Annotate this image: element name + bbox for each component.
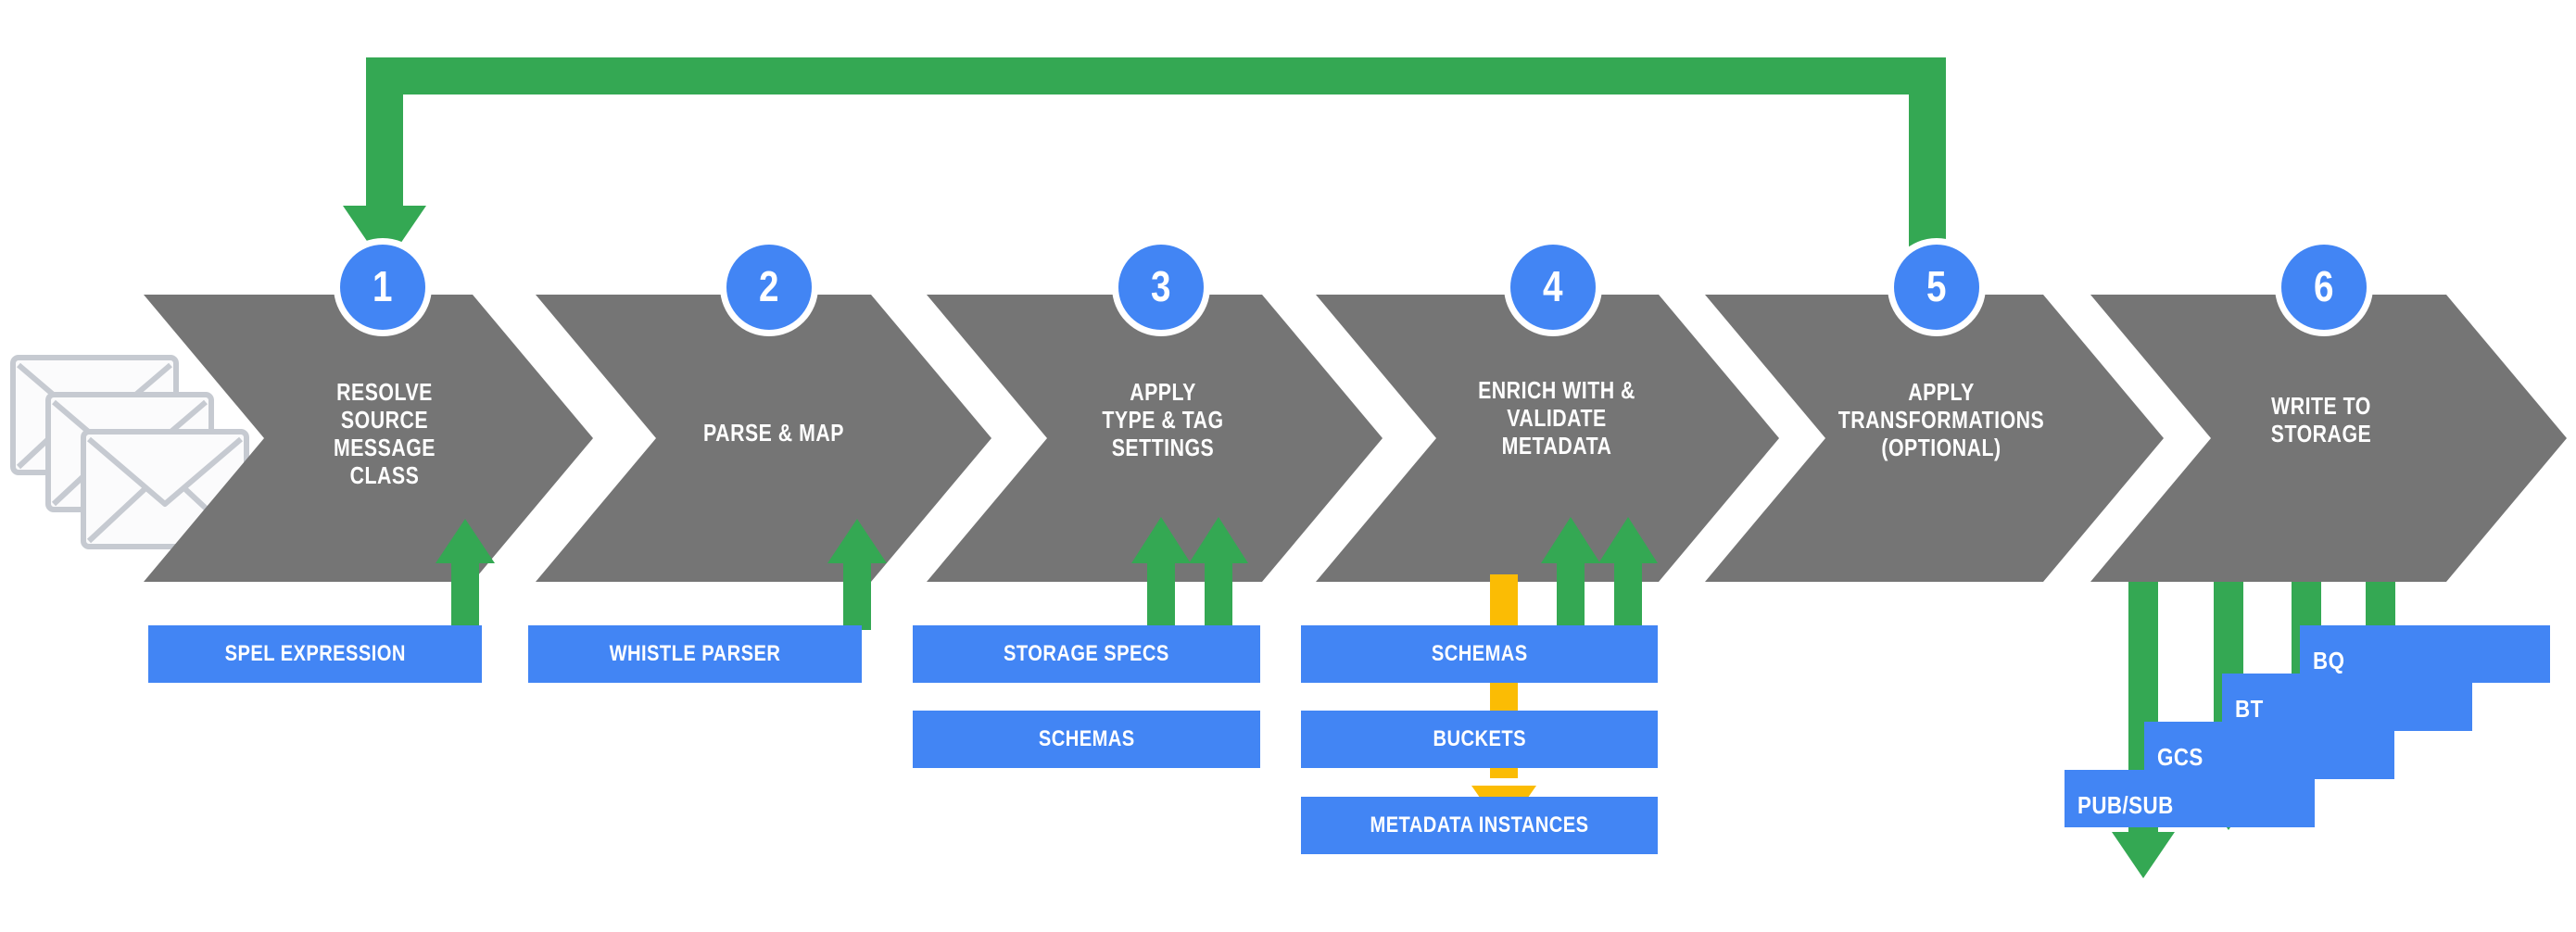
chevron-head-2 (871, 295, 991, 582)
step-number: 5 (1926, 262, 1947, 310)
chevron-head-1 (473, 295, 593, 582)
resource-box-whistle-parser[interactable]: WHISTLE PARSER (528, 625, 862, 683)
step-badge-5[interactable]: 5 (1894, 245, 1979, 330)
resource-label: BUCKETS (1433, 726, 1526, 751)
resource-arrow-step-1 (436, 519, 495, 630)
resource-arrow-step-3-a (1131, 517, 1191, 630)
step-number: 6 (2314, 262, 2334, 310)
sink-box-pubsub[interactable]: PUB/SUB (2065, 770, 2315, 827)
resource-box-spel-expression[interactable]: SPEL EXPRESSION (148, 625, 482, 683)
step-number: 3 (1151, 262, 1171, 310)
chevron-step-1[interactable] (144, 295, 473, 582)
resource-label: METADATA INSTANCES (1370, 812, 1589, 838)
sink-box-gcs[interactable]: GCS (2144, 722, 2394, 779)
sink-label: BQ (2313, 647, 2345, 674)
resource-arrow-step-4-a (1541, 517, 1600, 630)
chevron-step-3[interactable] (927, 295, 1262, 582)
step-badge-3[interactable]: 3 (1118, 245, 1204, 330)
resource-label: WHISTLE PARSER (609, 641, 781, 666)
step-badge-1[interactable]: 1 (340, 245, 425, 330)
chevron-step-5[interactable] (1705, 295, 2043, 582)
resource-box-storage-specs[interactable]: STORAGE SPECS (913, 625, 1260, 683)
step-number: 4 (1543, 262, 1563, 310)
step-badge-4[interactable]: 4 (1510, 245, 1596, 330)
feedback-loop-arrow (343, 57, 1946, 267)
chevron-step-6[interactable] (2090, 295, 2567, 582)
sink-box-bq[interactable]: BQ (2300, 625, 2550, 683)
resource-label: SCHEMAS (1431, 641, 1528, 666)
resource-box-schemas-step3[interactable]: SCHEMAS (913, 711, 1260, 768)
resource-label: STORAGE SPECS (1004, 641, 1169, 666)
chevron-step-2[interactable] (536, 295, 871, 582)
metadata-chain-arrow (1471, 574, 1536, 832)
step-number: 1 (373, 262, 393, 310)
resource-label: SCHEMAS (1038, 726, 1135, 751)
sink-box-bt[interactable]: BT (2222, 674, 2472, 731)
sink-label: BT (2235, 695, 2264, 723)
sink-label: PUB/SUB (2077, 791, 2174, 819)
resource-box-buckets[interactable]: BUCKETS (1301, 711, 1658, 768)
step-badge-2[interactable]: 2 (726, 245, 812, 330)
chevron-step-4[interactable] (1316, 295, 1659, 582)
step-number: 2 (759, 262, 779, 310)
chevron-head-5 (2043, 295, 2164, 582)
chevron-head-4 (1659, 295, 1779, 582)
resource-box-schemas-step4[interactable]: SCHEMAS (1301, 625, 1658, 683)
step-badge-6[interactable]: 6 (2281, 245, 2367, 330)
chevron-head-3 (1262, 295, 1383, 582)
resource-label: SPEL EXPRESSION (224, 641, 406, 666)
sink-label: GCS (2157, 743, 2203, 771)
resource-arrow-step-2 (827, 519, 887, 630)
resource-box-metadata-instances[interactable]: METADATA INSTANCES (1301, 797, 1658, 854)
